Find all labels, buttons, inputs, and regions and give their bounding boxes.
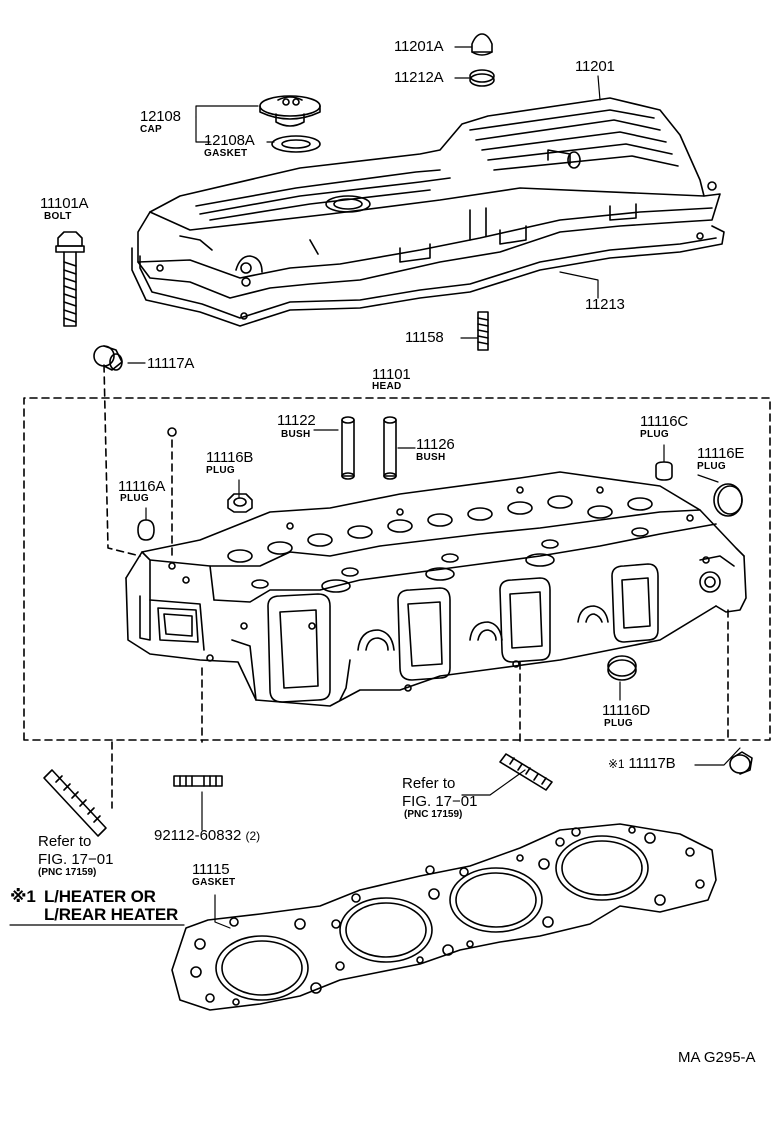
refer-left-pnc: (PNC 17159): [38, 867, 97, 878]
plug-11116C: [655, 461, 673, 481]
cylinder-head-11101: [125, 471, 747, 707]
oil-filler-cap-12108: [259, 95, 321, 127]
label-11116A-name: PLUG: [120, 493, 149, 504]
plug-11117A: [93, 345, 123, 371]
head-assembly-boundary: [23, 364, 771, 809]
cap-gasket-12108A: [271, 135, 321, 153]
label-11126-name: BUSH: [416, 452, 446, 463]
refer-center-line1: Refer to: [402, 775, 456, 792]
label-11101-name: HEAD: [372, 381, 402, 392]
label-11116D: 11116D: [602, 702, 651, 719]
stud-refer-left: [43, 769, 107, 837]
plug-11117B: [729, 751, 753, 775]
note-line2: L/REAR HEATER: [44, 905, 179, 924]
note-line1: L/HEATER OR: [44, 887, 156, 906]
plug-11116A: [137, 427, 177, 541]
label-12108A-name: GASKET: [204, 148, 248, 159]
label-11126: 11126: [416, 436, 455, 453]
label-11201A: 11201A: [394, 38, 444, 55]
note-mark: ※1: [10, 887, 36, 906]
label-11116A: 11116A: [118, 478, 166, 495]
stud-11158: [477, 311, 489, 351]
label-11116E-name: PLUG: [697, 461, 726, 472]
figure-code: MA G295-A: [678, 1049, 756, 1066]
label-11213: 11213: [585, 296, 625, 313]
plug-11116D: [607, 655, 637, 681]
label-11101A: 11101A: [40, 195, 89, 212]
label-11116D-name: PLUG: [604, 718, 633, 729]
stud-92112-60832: [173, 775, 223, 787]
label-12108-name: CAP: [140, 124, 163, 135]
label-11116B-name: PLUG: [206, 465, 235, 476]
valve-guide-bush-11126: [383, 416, 397, 480]
valve-guide-bush-11122: [341, 416, 355, 480]
label-11201: 11201: [575, 58, 615, 75]
label-11158: 11158: [405, 329, 444, 346]
label-92112-60832: 92112-60832 (2): [154, 827, 261, 844]
head-gasket-11115: [171, 823, 717, 1011]
label-11116C-name: PLUG: [640, 429, 669, 440]
refer-center-line2: FIG. 17−01: [402, 793, 478, 810]
seal-11212A: [469, 69, 495, 87]
label-11101A-name: BOLT: [44, 211, 72, 222]
plug-11116B: [227, 493, 253, 513]
cap-nut-11201A: [471, 33, 493, 56]
label-11122-name: BUSH: [281, 429, 311, 440]
label-11117A: 11117A: [147, 355, 195, 372]
bolt-11101A: [55, 231, 85, 327]
label-11116B: 11116B: [206, 449, 254, 466]
cover-gasket-11213: [131, 225, 725, 327]
plug-11116E: [713, 483, 743, 517]
label-11115: 11115: [192, 861, 230, 878]
refer-left-line1: Refer to: [38, 833, 92, 850]
label-11101: 11101: [372, 366, 411, 383]
leader-lines: [9, 46, 741, 929]
label-11117B: ※1 11117B: [608, 755, 676, 772]
label-12108A: 12108A: [204, 132, 255, 149]
label-11122: 11122: [277, 412, 316, 429]
cylinder-head-cover-11201: [137, 97, 721, 299]
refer-left-line2: FIG. 17−01: [38, 851, 114, 868]
label-12108: 12108: [140, 108, 181, 125]
label-11116C: 11116C: [640, 413, 689, 430]
label-11212A: 11212A: [394, 69, 444, 86]
label-11115-name: GASKET: [192, 877, 236, 888]
refer-center-pnc: (PNC 17159): [404, 809, 463, 820]
label-11116E: 11116E: [697, 445, 745, 462]
stud-refer-center: [499, 753, 553, 791]
